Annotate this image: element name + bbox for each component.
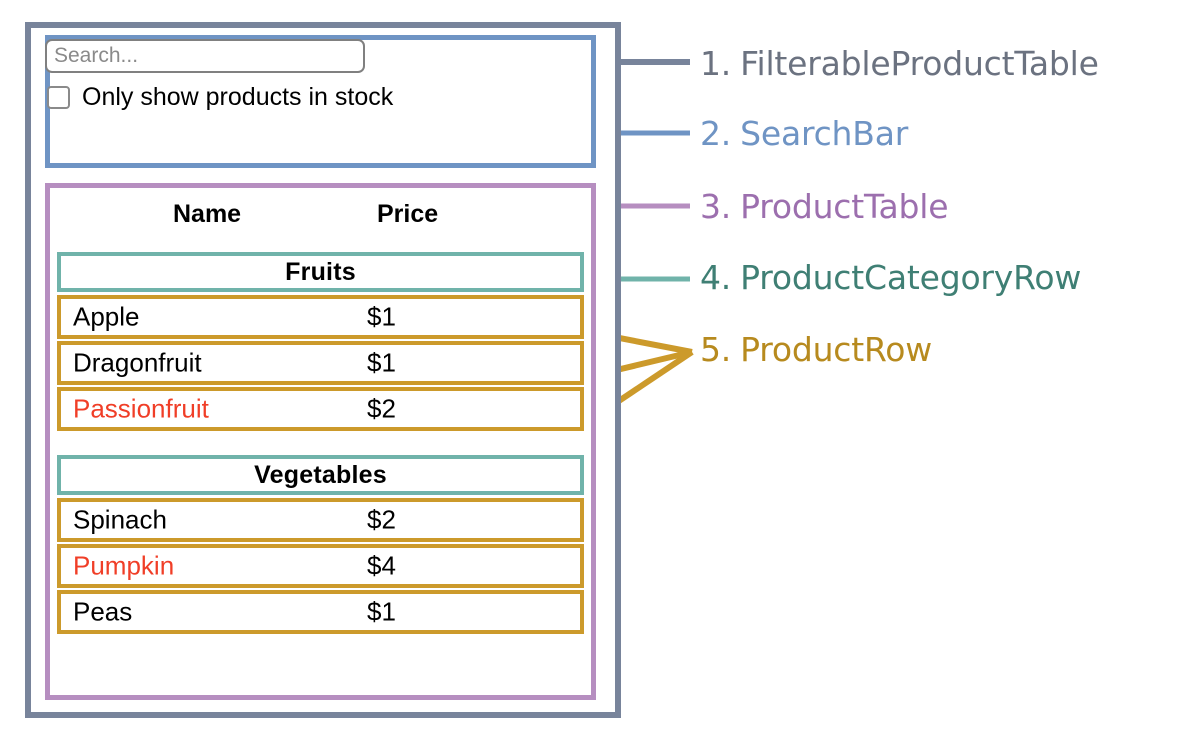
product-price: $1 <box>367 347 396 378</box>
legend-number: 1. <box>700 44 732 83</box>
search-input[interactable] <box>45 39 365 73</box>
product-name: Spinach <box>73 504 167 535</box>
product-row: Peas $1 <box>57 590 584 634</box>
legend-label: ProductCategoryRow <box>740 258 1082 297</box>
in-stock-checkbox-row[interactable]: Only show products in stock <box>47 85 393 110</box>
section-spacer <box>57 433 584 455</box>
in-stock-checkbox[interactable] <box>47 86 70 109</box>
product-price: $1 <box>367 301 396 332</box>
product-row: Spinach $2 <box>57 498 584 542</box>
column-header-price: Price <box>377 199 439 228</box>
legend-item-productcategoryrow: 4.ProductCategoryRow <box>700 258 1081 297</box>
product-table-header: Name Price <box>57 196 577 232</box>
product-category-label: Fruits <box>285 257 356 286</box>
product-name: Dragonfruit <box>73 347 202 378</box>
legend-item-searchbar: 2.SearchBar <box>700 114 908 153</box>
product-row: Dragonfruit $1 <box>57 341 584 385</box>
legend-number: 2. <box>700 114 732 153</box>
legend-label: ProductTable <box>740 187 949 226</box>
legend-item-productrow: 5.ProductRow <box>700 330 932 369</box>
legend-label: SearchBar <box>740 114 909 153</box>
product-name: Passionfruit <box>73 393 209 424</box>
product-price: $4 <box>367 550 396 581</box>
legend-number: 3. <box>700 187 732 226</box>
column-header-name: Name <box>173 199 242 228</box>
product-name: Pumpkin <box>73 550 175 581</box>
product-price: $2 <box>367 504 396 535</box>
in-stock-checkbox-label: Only show products in stock <box>82 83 394 111</box>
product-row: Passionfruit $2 <box>57 387 584 431</box>
product-category-label: Vegetables <box>254 460 387 489</box>
product-row: Apple $1 <box>57 295 584 339</box>
product-row: Pumpkin $4 <box>57 544 584 588</box>
legend-item-producttable: 3.ProductTable <box>700 187 949 226</box>
product-name: Peas <box>73 596 133 627</box>
product-table-rows: Fruits Apple $1 Dragonfruit $1 Passionfr… <box>57 252 584 636</box>
product-category-row: Fruits <box>57 252 584 292</box>
legend-label: ProductRow <box>740 330 933 369</box>
legend-label: FilterableProductTable <box>740 44 1099 83</box>
legend-number: 5. <box>700 330 732 369</box>
product-price: $2 <box>367 393 396 424</box>
product-category-row: Vegetables <box>57 455 584 495</box>
product-name: Apple <box>73 301 140 332</box>
legend-number: 4. <box>700 258 732 297</box>
legend-item-filterableproducttable: 1.FilterableProductTable <box>700 44 1099 83</box>
product-price: $1 <box>367 596 396 627</box>
